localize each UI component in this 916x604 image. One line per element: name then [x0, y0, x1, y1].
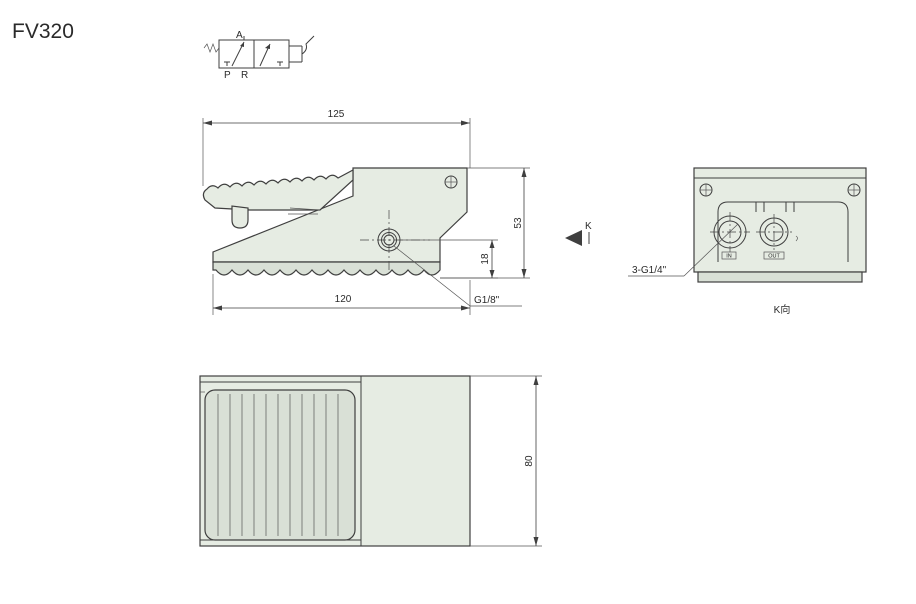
- port-thread-label: G1/8": [474, 295, 500, 306]
- dimension-125: 125: [328, 109, 345, 120]
- view-arrow: K: [565, 221, 592, 246]
- dimension-18: 18: [480, 253, 491, 265]
- pedal: [202, 169, 354, 211]
- view-arrow-label: K: [585, 221, 592, 232]
- dimension-120: 120: [335, 294, 352, 305]
- end-view-caption: K向: [774, 303, 791, 316]
- end-view-base: [697, 271, 863, 283]
- end-view: IN OUT 3-G1/4" K向: [628, 167, 867, 316]
- valve-base: [212, 261, 441, 276]
- port-p-label: P: [224, 70, 231, 81]
- page-title: FV320: [12, 20, 74, 43]
- pedal-ribbed-surface: [204, 389, 356, 541]
- top-view: 80: [199, 375, 542, 547]
- pedal-ribs: [217, 394, 339, 536]
- port-a-label: A: [236, 30, 243, 41]
- port-in-label: IN: [726, 254, 732, 260]
- arrow-left-icon: [565, 230, 582, 246]
- end-port-thread-label: 3-G1/4": [632, 265, 667, 276]
- dimension-80: 80: [524, 455, 535, 467]
- valve-symbol: A P R: [203, 30, 315, 81]
- end-view-body: [693, 167, 867, 273]
- pedal-lug: [231, 205, 249, 229]
- spring-icon: [203, 43, 220, 53]
- dimension-53: 53: [513, 217, 524, 229]
- side-view: 125 53 18: [202, 109, 530, 315]
- port-out-label: OUT: [768, 254, 780, 260]
- port-r-label: R: [241, 70, 248, 81]
